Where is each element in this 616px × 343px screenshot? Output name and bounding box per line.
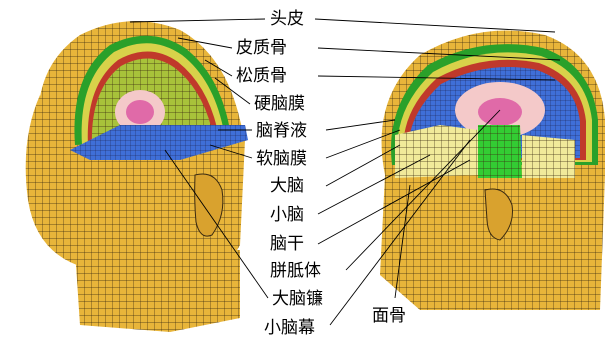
label-cancellous-bone: 松质骨 <box>236 66 287 86</box>
label-corpus-callosum: 胼胝体 <box>270 261 321 281</box>
label-scalp: 头皮 <box>270 9 304 29</box>
label-cerebrum: 大脑 <box>270 176 304 196</box>
label-facial-bone: 面骨 <box>372 306 406 326</box>
label-dura-mater: 硬脑膜 <box>254 94 305 114</box>
label-pia-mater: 软脑膜 <box>256 149 307 169</box>
label-brainstem: 脑干 <box>270 234 304 254</box>
label-falx-cerebri: 大脑镰 <box>272 289 323 309</box>
label-tentorium: 小脑幕 <box>264 318 315 338</box>
label-cortical-bone: 皮质骨 <box>236 38 287 58</box>
label-csf: 脑脊液 <box>256 121 307 141</box>
right-head-model <box>380 31 605 311</box>
label-cerebellum: 小脑 <box>270 205 304 225</box>
left-head-model <box>26 21 248 332</box>
